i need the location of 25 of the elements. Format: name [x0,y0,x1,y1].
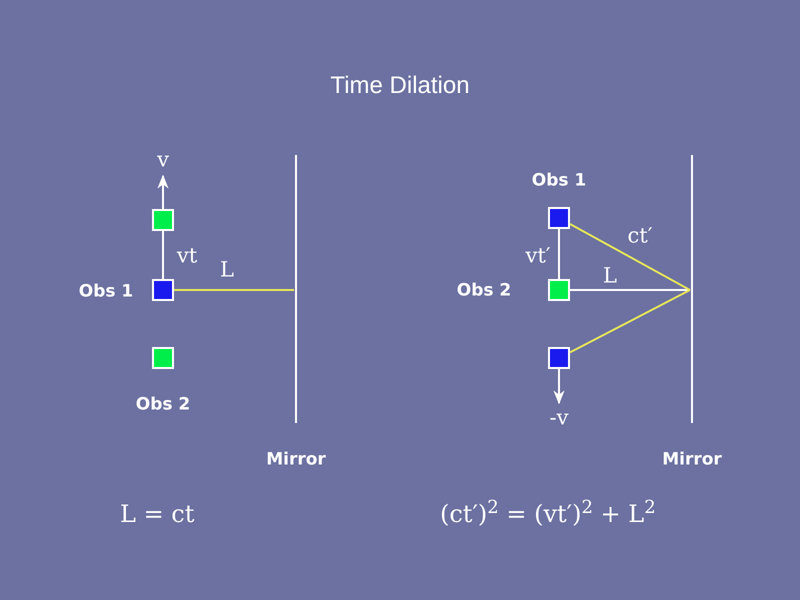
node-label: Obs 1 [78,280,134,304]
observer-square [152,209,174,231]
observer-square [548,347,570,369]
node-label: Obs 1 [532,169,586,192]
node-label: Obs 2 [456,279,512,302]
equation: (ct′)$^{2}$ = (vt′)$^{2}$ + L$^{2}$ [440,496,656,530]
node-label: Mirror [266,448,326,472]
observer-square [152,347,174,369]
observer-square [548,279,570,301]
connector-line [558,229,560,279]
slide-title: Time Dilation [329,71,471,101]
arrow [553,369,565,404]
equation: L = ct [120,499,194,530]
arrow [157,174,169,209]
connector-line [174,289,294,291]
mirror-line [295,155,297,423]
observer-square [548,207,570,229]
observer-square [152,279,174,301]
connector-line [570,289,690,291]
node-label: Obs 2 [136,393,190,416]
mirror-line [691,155,693,423]
connector-line [570,223,690,291]
connector-line [162,231,164,279]
connector-line [570,289,690,354]
node-label: Mirror [662,448,722,472]
